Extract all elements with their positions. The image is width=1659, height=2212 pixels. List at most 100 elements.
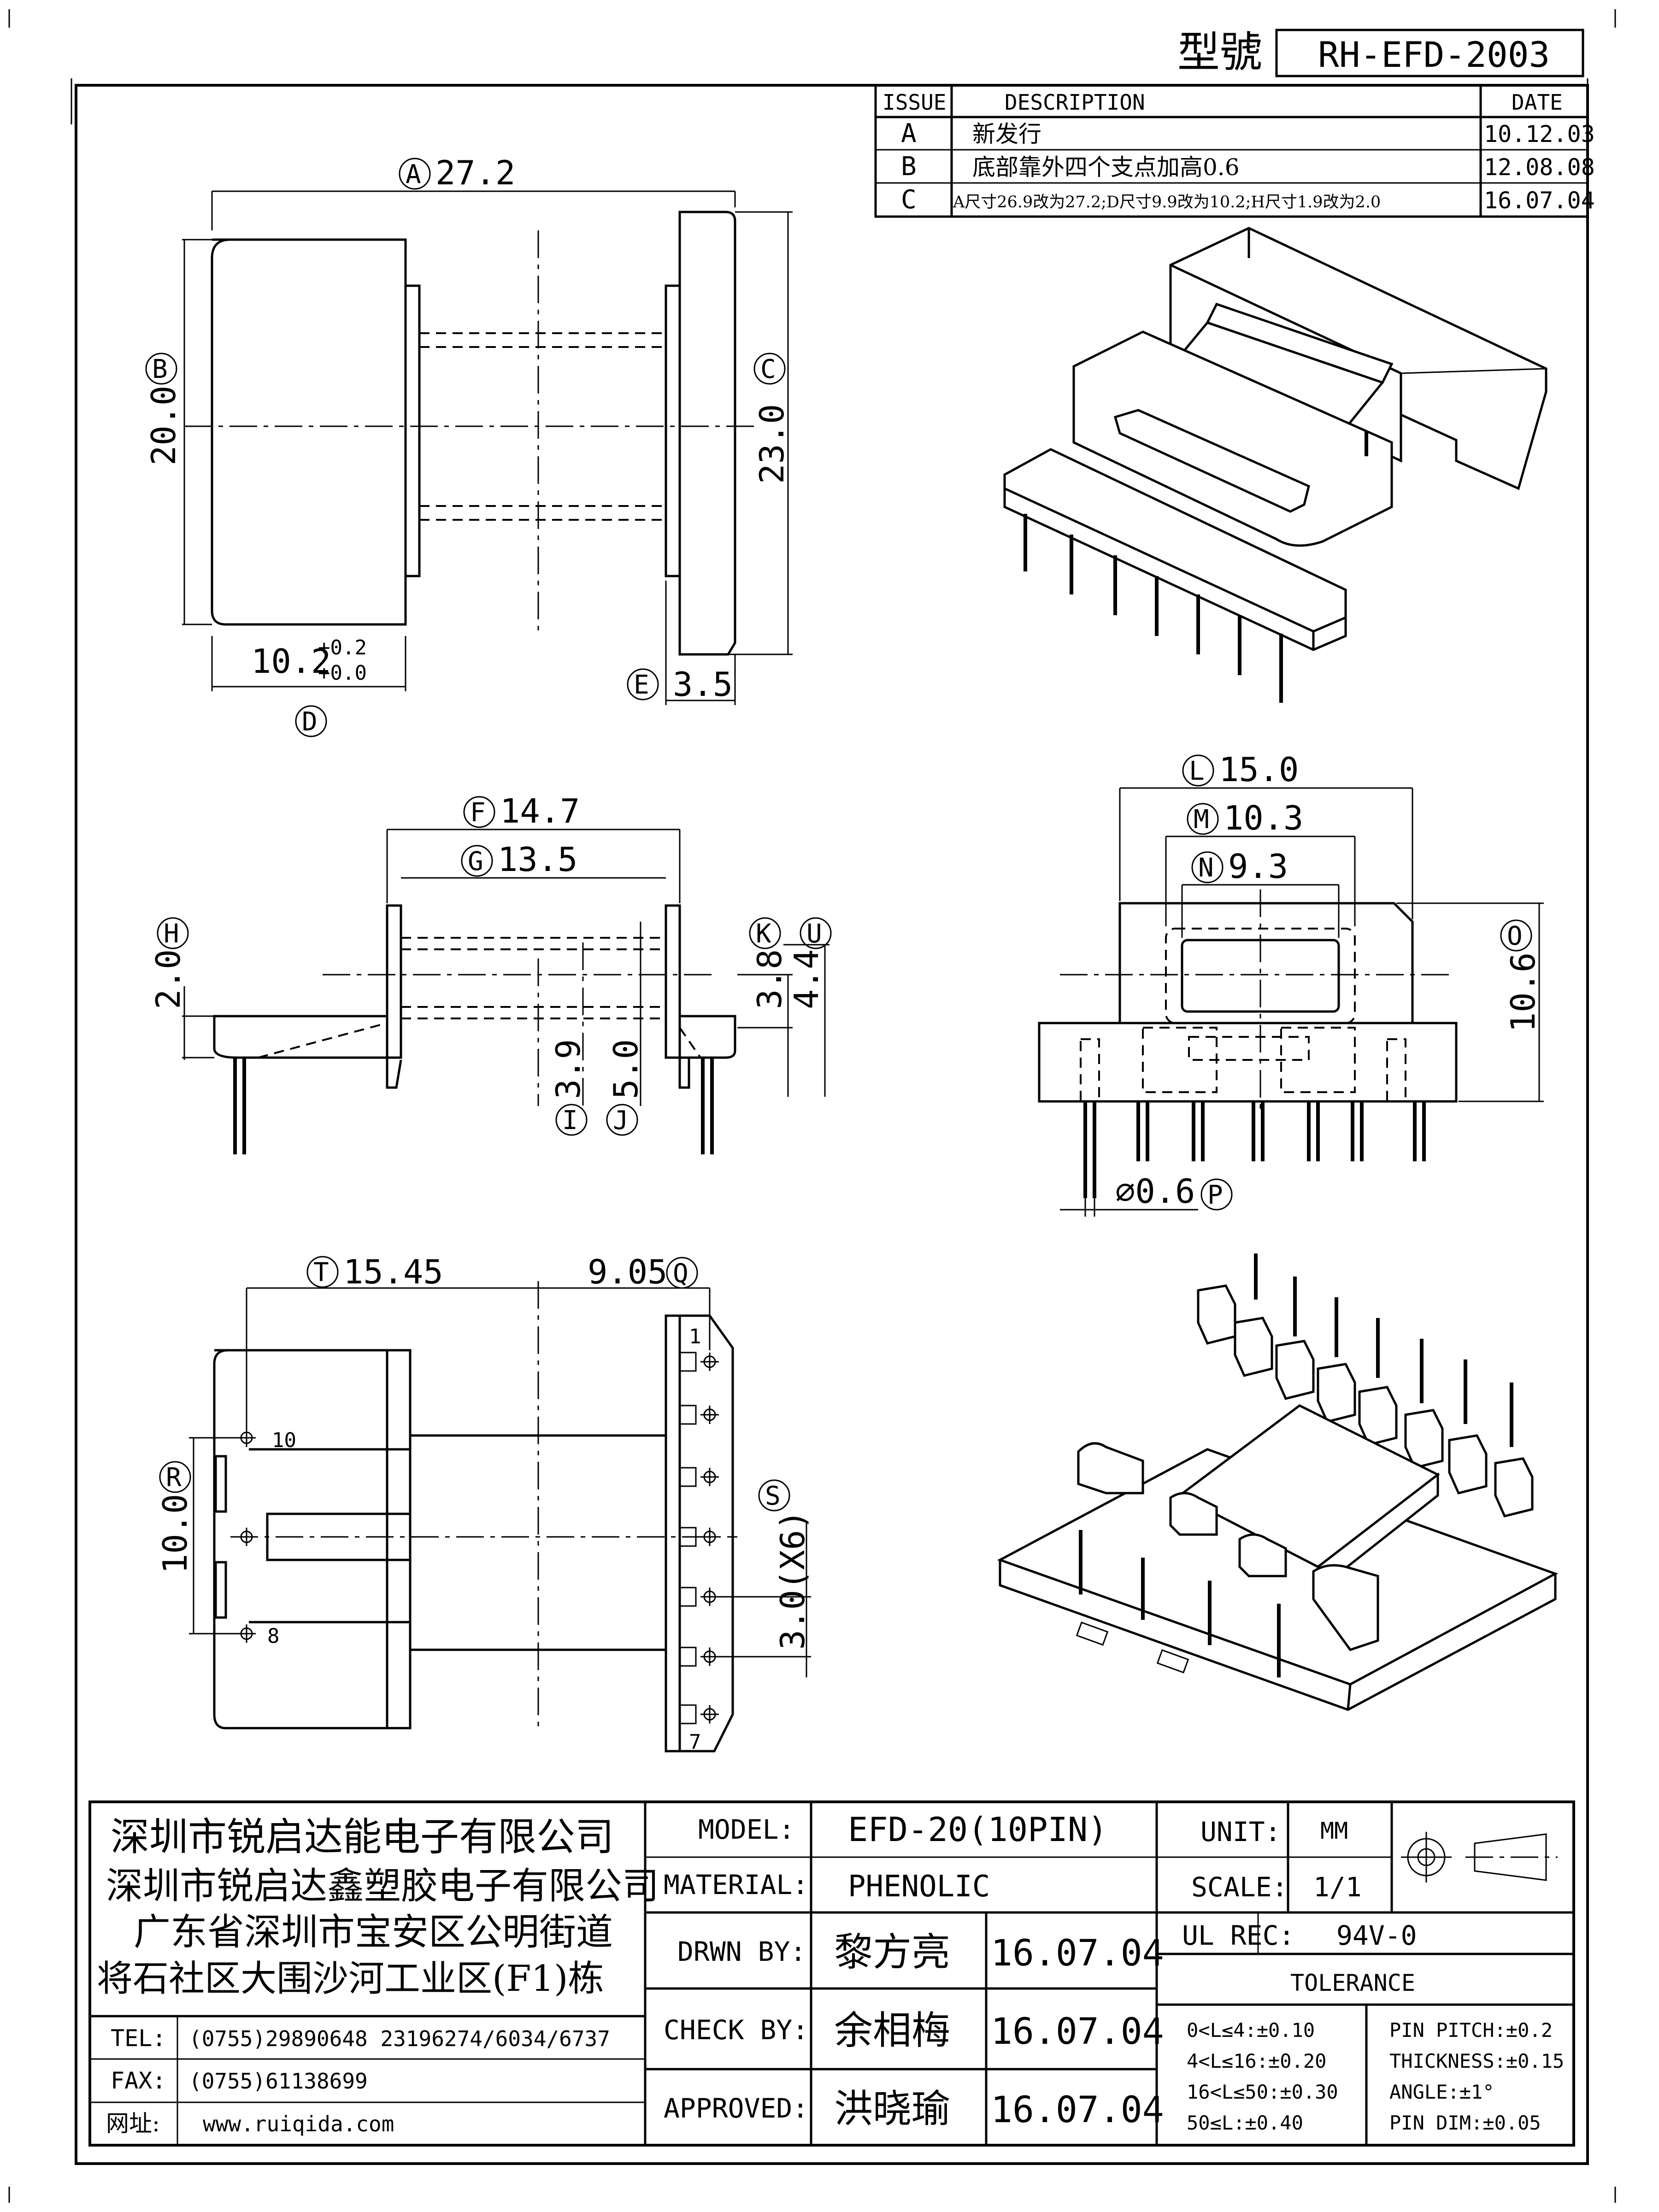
- dim-R-value: 10.0: [156, 1494, 194, 1574]
- projection-symbol-icon: [1401, 1832, 1558, 1883]
- company-line-3: 广东省深圳市宝安区公明街道: [134, 1911, 613, 1953]
- dim-D-value: 10.2: [251, 642, 331, 681]
- bottom-view: 1 7 10 8 T 15.45 9.05 Q R 10.0 S 3.0(X6): [156, 1253, 812, 1754]
- scale-value: 1/1: [1313, 1871, 1362, 1903]
- tolerance-left-4: 50≤L:±0.40: [1187, 2112, 1303, 2134]
- drawing-border: [75, 84, 1589, 2165]
- end-view: L 15.0 M 10.3 N 9.3 O 10.6 ⌀0.6 P: [1038, 750, 1544, 1217]
- dim-P-letter: P: [1207, 1180, 1223, 1210]
- pin-label-1: 1: [689, 1325, 701, 1348]
- dim-S-value: 3.0(X6): [773, 1510, 812, 1650]
- ul-label: UL REC:: [1182, 1920, 1294, 1951]
- side-view: F 14.7 G 13.5 H 2.0 3.9 I 5.0 J K 3.8 U …: [149, 792, 832, 1154]
- dim-L-letter: L: [1189, 756, 1205, 786]
- dim-O-letter: O: [1507, 921, 1523, 951]
- dim-U-value: 4.4: [787, 949, 826, 1009]
- pin-label-10: 10: [272, 1429, 296, 1452]
- tolerance-title: TOLERANCE: [1290, 1970, 1415, 1996]
- tolerance-right-4: PIN DIM:±0.05: [1389, 2112, 1541, 2134]
- dim-A-value: 27.2: [435, 153, 515, 192]
- model-label-tb: MODEL:: [698, 1814, 795, 1845]
- dim-D-tol-upper: +0.2: [318, 636, 367, 659]
- dim-A-letter: A: [406, 159, 421, 189]
- unit-value: MM: [1320, 1818, 1348, 1844]
- dim-E-letter: E: [634, 670, 649, 700]
- tolerance-right-3: ANGLE:±1°: [1389, 2081, 1494, 2103]
- web-value: www.ruiqida.com: [203, 2112, 394, 2136]
- dim-G-value: 13.5: [498, 840, 577, 879]
- dim-C-letter: C: [760, 354, 776, 384]
- approved-by: 洪晓瑜: [834, 2086, 950, 2131]
- dim-O-value: 10.6: [1504, 953, 1542, 1032]
- dim-P-value: ⌀0.6: [1115, 1172, 1195, 1211]
- rev-a-issue: A: [901, 118, 917, 148]
- dim-M-letter: M: [1194, 805, 1209, 835]
- tel-label: TEL:: [111, 2025, 166, 2052]
- rev-col-date: DATE: [1512, 90, 1563, 115]
- dim-T-value: 15.45: [343, 1253, 443, 1291]
- rev-b-issue: B: [901, 152, 917, 182]
- model-number-box: [1275, 29, 1584, 77]
- dim-J-value: 5.0: [606, 1039, 645, 1099]
- dim-M-value: 10.3: [1224, 799, 1303, 837]
- dim-I-letter: I: [562, 1106, 578, 1135]
- dim-N-letter: N: [1198, 853, 1214, 883]
- ul-value: 94V-0: [1336, 1920, 1417, 1951]
- fax-label: FAX:: [111, 2067, 166, 2094]
- dim-H-value: 2.0: [149, 949, 188, 1009]
- check-by: 余相梅: [834, 2008, 950, 2053]
- material-value: PHENOLIC: [848, 1870, 990, 1904]
- rev-c-issue: C: [901, 185, 917, 215]
- dim-G-letter: G: [468, 847, 483, 877]
- dim-L-value: 15.0: [1219, 750, 1299, 789]
- front-view: A 27.2 B 20.0 C 23.0 10.2 +0.2 +0.0 D E …: [144, 153, 793, 737]
- dim-R-letter: R: [166, 1463, 182, 1493]
- drawn-by: 黎方亮: [834, 1930, 950, 1975]
- model-number: RH-EFD-2003: [1318, 34, 1550, 75]
- tolerance-left-3: 16<L≤50:±0.30: [1187, 2081, 1338, 2103]
- rev-col-description: DESCRIPTION: [1005, 90, 1145, 115]
- rev-b-description: 底部靠外四个支点加高0.6: [972, 154, 1240, 181]
- company-line-4: 将石社区大围沙河工业区(F1)栋: [97, 1958, 604, 2000]
- dim-I-value: 3.9: [549, 1039, 588, 1099]
- isometric-view-bottom: [997, 1253, 1559, 1711]
- tolerance-left-2: 4<L≤16:±0.20: [1187, 2050, 1326, 2072]
- tolerance-right-1: PIN PITCH:±0.2: [1389, 2019, 1553, 2041]
- dim-S-letter: S: [765, 1481, 781, 1511]
- rev-col-issue: ISSUE: [882, 90, 946, 115]
- company-line-1: 深圳市锐启达能电子有限公司: [111, 1814, 614, 1859]
- dim-E-value: 3.5: [673, 665, 733, 704]
- dim-C-value: 23.0: [753, 404, 791, 484]
- dim-D-letter: D: [302, 707, 318, 737]
- dim-T-letter: T: [313, 1258, 329, 1288]
- dim-B-letter: B: [152, 354, 168, 384]
- dim-F-value: 14.7: [500, 792, 580, 830]
- check-label: CHECK BY:: [664, 2014, 808, 2046]
- pin-label-8: 8: [267, 1624, 280, 1648]
- isometric-view-top: [1003, 227, 1547, 703]
- model-label: 型號: [1177, 28, 1262, 77]
- pin-label-7: 7: [689, 1730, 701, 1754]
- dim-F-letter: F: [470, 798, 486, 828]
- rev-c-date: 16.07.04: [1484, 187, 1595, 214]
- tel-value: (0755)29890648 23196274/6034/6737: [189, 2026, 610, 2051]
- tolerance-left-1: 0<L≤4:±0.10: [1187, 2019, 1315, 2041]
- title-block: 深圳市锐启达能电子有限公司 深圳市锐启达鑫塑胶电子有限公司 广东省深圳市宝安区公…: [88, 1800, 1575, 2147]
- material-label: MATERIAL:: [664, 1869, 808, 1900]
- dim-U-letter: U: [806, 919, 822, 949]
- unit-label: UNIT:: [1200, 1816, 1281, 1847]
- dim-N-value: 9.3: [1228, 847, 1288, 886]
- header: 型號 RH-EFD-2003: [1177, 28, 1584, 77]
- approved-date: 16.07.04: [991, 2089, 1164, 2131]
- dim-H-letter: H: [164, 919, 179, 949]
- scale-label: SCALE:: [1191, 1871, 1288, 1903]
- tolerance-right-2: THICKNESS:±0.15: [1389, 2050, 1564, 2072]
- drawn-label: DRWN BY:: [677, 1936, 806, 1967]
- dim-Q-value: 9.05: [588, 1253, 667, 1291]
- drawn-date: 16.07.04: [991, 1933, 1164, 1974]
- rev-b-date: 12.08.08: [1484, 154, 1595, 181]
- model-value-tb: EFD-20(10PIN): [848, 1810, 1108, 1849]
- rev-a-description: 新发行: [972, 121, 1041, 147]
- rev-a-date: 10.12.03: [1484, 121, 1595, 147]
